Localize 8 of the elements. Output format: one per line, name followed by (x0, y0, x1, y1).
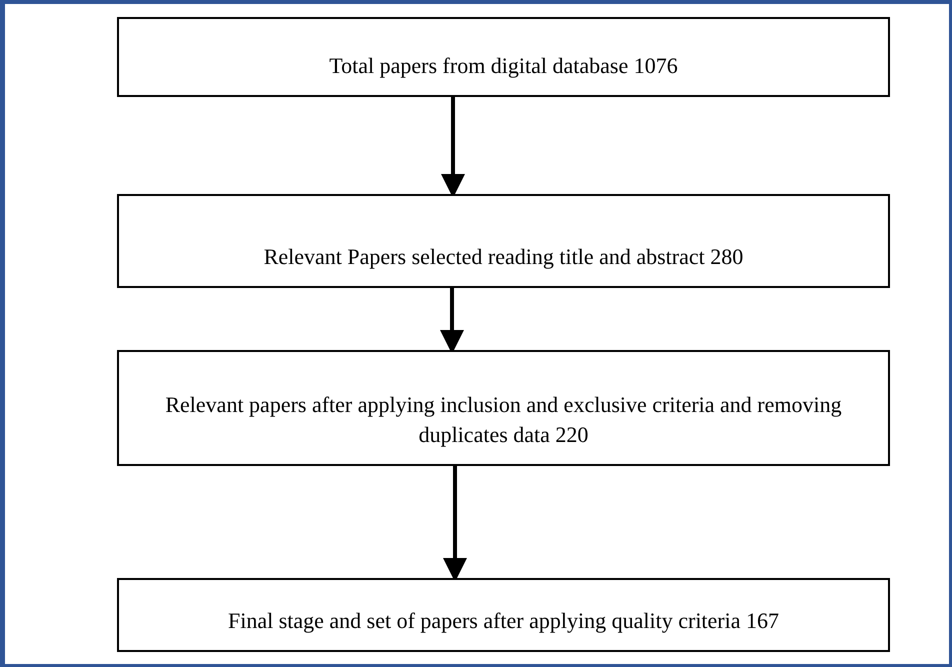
box-text: Relevant papers after applying inclusion and exclusive criteria and removing duplicates data 220 (164, 391, 843, 449)
process-box (117, 350, 890, 466)
process-box (117, 578, 890, 652)
box-text: Final stage and set of papers after applying quality criteria 167 (228, 607, 780, 635)
box-text: Total papers from digital database 1076 (329, 52, 678, 80)
process-box (117, 194, 890, 288)
process-box (117, 17, 890, 97)
box-text: Relevant Papers selected reading title and abstract 280 (264, 243, 744, 271)
